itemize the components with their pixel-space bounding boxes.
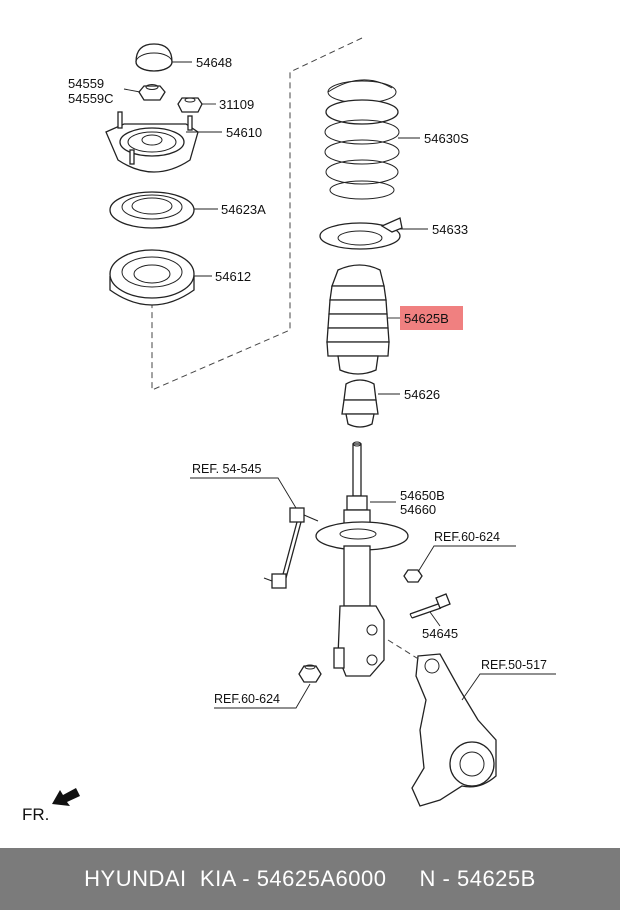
dust-cover-54625b[interactable] (326, 264, 390, 375)
highlight-54625b (400, 306, 463, 330)
bearing-54612[interactable] (109, 249, 195, 306)
ref-60-624-bottom: REF.60-624 (214, 692, 280, 706)
insulator-54623a[interactable] (109, 191, 195, 229)
ref-50-517: REF.50-517 (481, 658, 547, 672)
assembly-dashed-outline (151, 37, 363, 391)
label-54645: 54645 (422, 626, 458, 641)
label-54625b: 54625B (404, 311, 449, 326)
label-54559c: 54559C (68, 91, 114, 106)
nut-54559[interactable] (138, 84, 166, 101)
label-54650b: 54650B (400, 488, 445, 503)
label-54626: 54626 (404, 387, 440, 402)
front-direction-arrow-icon (52, 788, 80, 806)
label-54612: 54612 (215, 269, 251, 284)
steering-knuckle[interactable] (387, 639, 497, 807)
footer-bar: HYUNDAI KIA - 54625A6000 N - 54625B (0, 848, 620, 910)
strut-assembly-54650b[interactable] (315, 441, 409, 677)
label-54660: 54660 (400, 502, 436, 517)
footer-part-number: HYUNDAI KIA - 54625A6000 N - 54625B (84, 866, 536, 891)
label-31109: 31109 (219, 97, 254, 112)
nut-ref-60-624-top[interactable] (403, 569, 423, 583)
label-54648: 54648 (196, 55, 232, 70)
direction-label: FR. (22, 805, 49, 824)
label-54623a: 54623A (221, 202, 266, 217)
label-54610: 54610 (226, 125, 262, 140)
bump-stopper-54626[interactable] (341, 379, 379, 428)
ref-60-624-top: REF.60-624 (434, 530, 500, 544)
parts-diagram: 54648 54559 54559C 31109 54610 54623A (22, 37, 556, 824)
nut-ref-60-624-bottom[interactable] (298, 664, 322, 683)
ref-54-545: REF. 54-545 (192, 462, 262, 476)
label-54630s: 54630S (424, 131, 469, 146)
label-54633: 54633 (432, 222, 468, 237)
label-54559: 54559 (68, 76, 104, 91)
bolt-54645[interactable] (409, 593, 451, 619)
cap-54648[interactable] (135, 43, 173, 72)
spring-seat-54633[interactable] (319, 217, 403, 250)
strut-mount-54610[interactable] (105, 111, 199, 173)
stabilizer-link[interactable] (263, 507, 319, 589)
nut-31109[interactable] (177, 97, 203, 113)
coil-spring-54630s[interactable] (324, 79, 400, 200)
